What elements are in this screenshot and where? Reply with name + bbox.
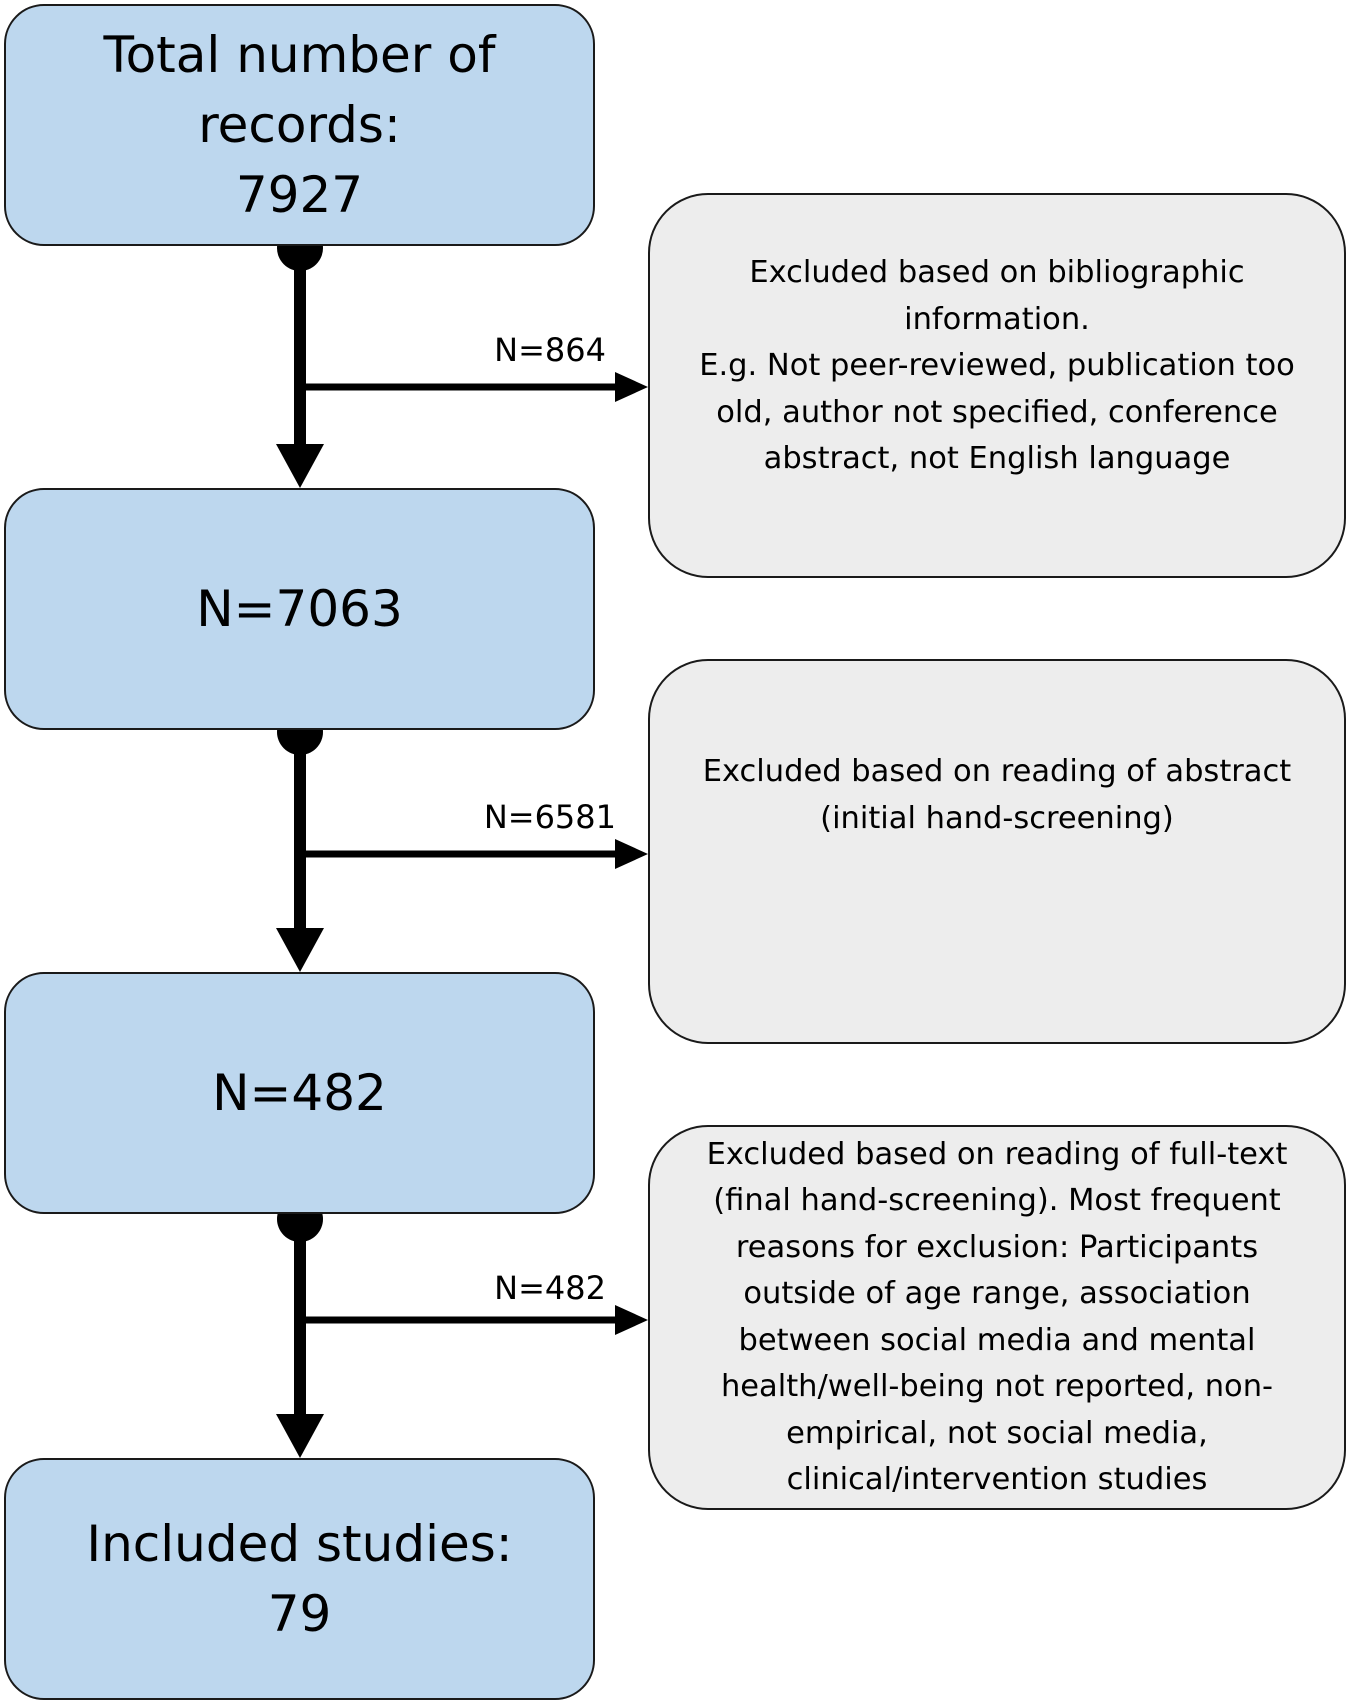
step-text-line: N=482 bbox=[212, 1064, 387, 1122]
step-text-line: Total number of bbox=[103, 26, 496, 84]
exclusion-text-line: old, author not specified, conference bbox=[716, 394, 1278, 430]
exclusion-text-line: between social media and mental bbox=[738, 1322, 1256, 1358]
exclusion-box-bibliographic: Excluded based on bibliographic informat… bbox=[648, 193, 1346, 578]
right-arrowhead bbox=[615, 1305, 648, 1335]
step-box-after-abstract: N=482 bbox=[4, 972, 595, 1214]
step-box-total-records: Total number of records: 7927 bbox=[4, 4, 595, 246]
step-text-line: records: bbox=[198, 96, 401, 154]
exclusion-text-line: information. bbox=[904, 301, 1090, 337]
exclusion-box-abstract: Excluded based on reading of abstract (i… bbox=[648, 659, 1346, 1044]
exclusion-text-line: Excluded based on reading of full-text bbox=[706, 1136, 1288, 1172]
exclusion-text-line: (initial hand-screening) bbox=[820, 800, 1174, 836]
step-box-after-bibliographic: N=7063 bbox=[4, 488, 595, 730]
exclusion-text-line: empirical, not social media, bbox=[786, 1415, 1208, 1451]
exclusion-text-line: health/well-being not reported, non- bbox=[720, 1369, 1274, 1404]
connector-2 bbox=[276, 709, 648, 972]
exclusion-text-line: Excluded based on reading of abstract bbox=[702, 754, 1292, 789]
exclusion-text-line: clinical/intervention studies bbox=[786, 1462, 1208, 1497]
down-arrowhead bbox=[276, 444, 324, 488]
down-arrowhead bbox=[276, 928, 324, 972]
exclusion-text-line: Excluded based on bibliographic bbox=[749, 255, 1245, 291]
exclusion-text-line: outside of age range, association bbox=[743, 1276, 1251, 1311]
right-arrowhead bbox=[615, 372, 648, 402]
exclusion-count-label: N=6581 bbox=[483, 798, 616, 836]
exclusion-text-line: E.g. Not peer-reviewed, publication too bbox=[699, 348, 1295, 384]
exclusion-count-label: N=864 bbox=[494, 331, 606, 369]
down-arrowhead bbox=[276, 1414, 324, 1458]
step-text-line: 79 bbox=[267, 1585, 332, 1643]
right-arrowhead bbox=[615, 839, 648, 869]
step-text-line: N=7063 bbox=[196, 580, 403, 638]
exclusion-text: Excluded based on bibliographic informat… bbox=[699, 250, 1295, 483]
step-text-line: 7927 bbox=[235, 166, 364, 224]
exclusion-text-line: reasons for exclusion: Participants bbox=[735, 1229, 1259, 1265]
exclusion-text: Excluded based on reading of full-text (… bbox=[707, 1132, 1288, 1504]
exclusion-text-line: (final hand-screening). Most frequent bbox=[713, 1183, 1281, 1218]
exclusion-box-full-text: Excluded based on reading of full-text (… bbox=[648, 1125, 1346, 1510]
step-box-included-studies: Included studies: 79 bbox=[4, 1458, 595, 1700]
connector-1 bbox=[276, 225, 648, 488]
step-text-line: Included studies: bbox=[86, 1515, 513, 1573]
connector-3 bbox=[276, 1196, 648, 1458]
exclusion-text-line: abstract, not English language bbox=[763, 441, 1231, 477]
exclusion-count-label: N=482 bbox=[494, 1269, 606, 1307]
exclusion-text: Excluded based on reading of abstract (i… bbox=[703, 749, 1291, 842]
